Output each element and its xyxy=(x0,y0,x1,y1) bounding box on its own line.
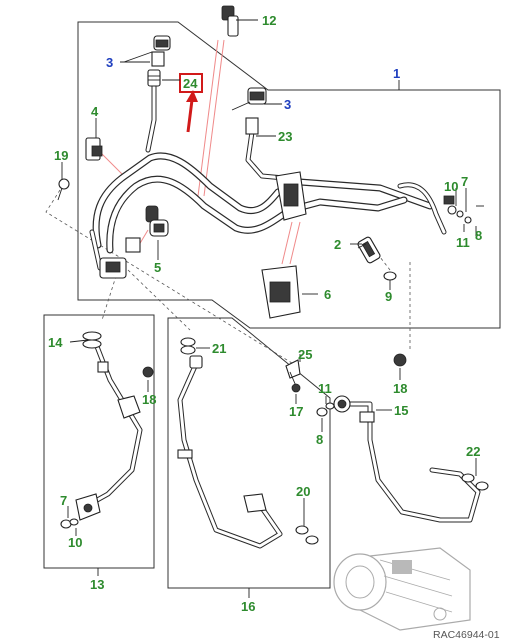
callout-22: 22 xyxy=(466,444,480,459)
callout-3-upper: 3 xyxy=(106,55,113,70)
callout-15: 15 xyxy=(394,403,408,418)
assembly-frames xyxy=(43,21,501,598)
callout-13: 13 xyxy=(90,577,104,592)
hose-assembly-15 xyxy=(316,353,489,523)
highlight-box-24 xyxy=(179,73,203,93)
callout-5: 5 xyxy=(154,260,161,275)
pressure-switch-5 xyxy=(125,205,169,253)
clip-part-12 xyxy=(221,5,239,37)
frame-16 xyxy=(167,317,331,589)
hose-assembly-16 xyxy=(177,337,319,549)
valve-cap-3-upper xyxy=(123,35,171,67)
o-ring-9 xyxy=(383,271,397,281)
callout-6: 6 xyxy=(324,287,331,302)
callout-7-lower: 7 xyxy=(60,493,67,508)
main-frame-parts xyxy=(57,5,484,319)
valve-cap-3-lower xyxy=(231,87,267,135)
main-assembly-frame xyxy=(77,21,501,329)
hose-assembly-13 xyxy=(60,331,154,529)
frame-13 xyxy=(43,314,155,569)
callout-9: 9 xyxy=(385,289,392,304)
diagram-reference-code: RAC46944-01 xyxy=(433,629,500,641)
main-pipe-assembly xyxy=(89,81,447,279)
callout-18-upper: 18 xyxy=(393,381,407,396)
dashed-guides xyxy=(45,189,411,369)
sensor-2 xyxy=(357,236,381,264)
callout-21: 21 xyxy=(212,341,226,356)
rubber-mount-6 xyxy=(261,171,307,319)
callout-3-lower: 3 xyxy=(284,97,291,112)
callout-17: 17 xyxy=(289,404,303,419)
callout-14: 14 xyxy=(48,335,63,350)
compressor-illustration xyxy=(333,547,471,631)
callout-20: 20 xyxy=(296,484,310,499)
callout-8-upper: 8 xyxy=(475,228,482,243)
bracket-4 xyxy=(85,137,103,161)
callout-1: 1 xyxy=(393,66,400,81)
callout-12: 12 xyxy=(262,13,276,28)
callout-23: 23 xyxy=(278,129,292,144)
callout-8-lower: 8 xyxy=(316,432,323,447)
callout-2: 2 xyxy=(334,237,341,252)
connector-block xyxy=(99,257,127,279)
bolt-19 xyxy=(57,178,70,201)
callout-24: 24 xyxy=(183,76,198,91)
callout-10-lower: 10 xyxy=(68,535,82,550)
callout-7-upper: 7 xyxy=(461,174,468,189)
callout-19: 19 xyxy=(54,148,68,163)
highlight-arrow xyxy=(179,73,203,133)
fitting-24 xyxy=(147,69,161,87)
callout-11-lower: 11 xyxy=(318,381,332,396)
leader-lines xyxy=(61,19,477,536)
callout-16: 16 xyxy=(241,599,255,614)
right-fittings-cluster xyxy=(443,195,484,224)
callout-4: 4 xyxy=(91,104,99,119)
callout-10-upper: 10 xyxy=(444,179,458,194)
callout-11-upper: 11 xyxy=(456,235,470,250)
callout-25: 25 xyxy=(298,347,312,362)
callout-labels: 1 3 3 12 24 23 4 19 5 6 2 9 10 7 11 8 18… xyxy=(48,13,482,614)
callout-18-lower: 18 xyxy=(142,392,156,407)
reference-lines xyxy=(97,39,301,265)
